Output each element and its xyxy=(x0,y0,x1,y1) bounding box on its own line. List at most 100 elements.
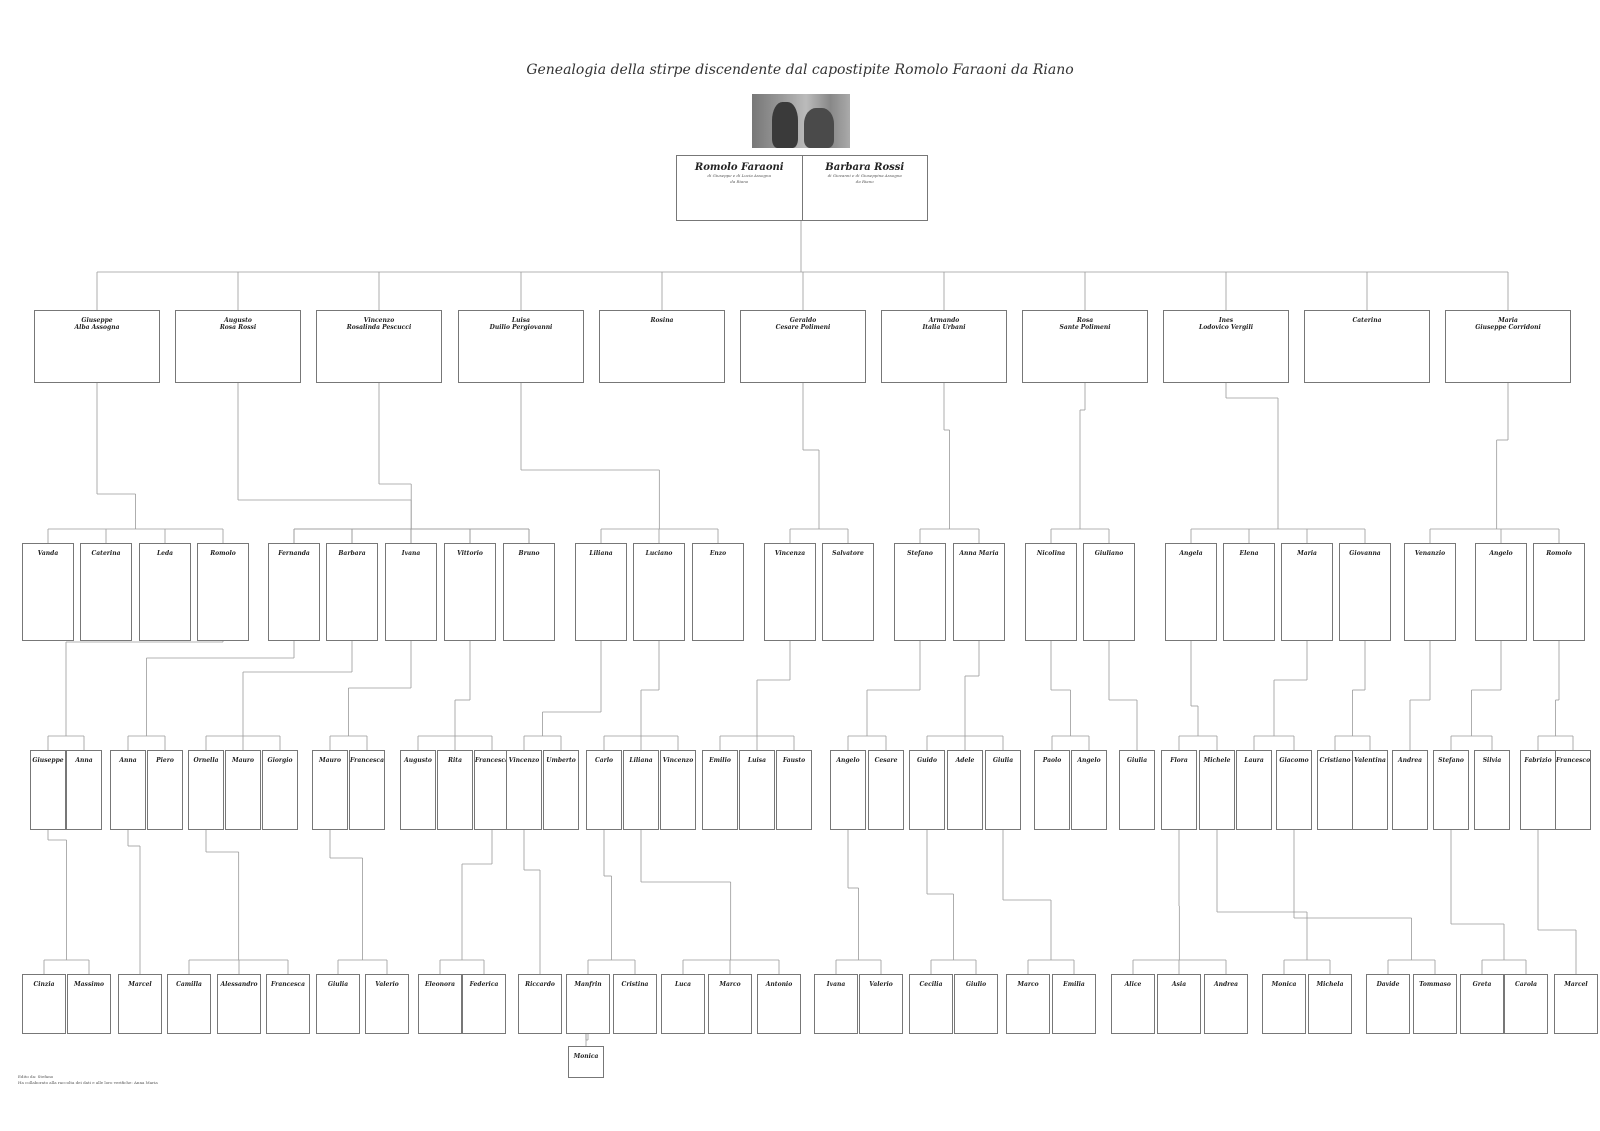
person-box-great_grandchildren[interactable]: Carlo xyxy=(586,750,622,830)
person-box-great_grandchildren[interactable]: Guido xyxy=(909,750,945,830)
person-box-great_great_grandchildren[interactable]: Camilla xyxy=(167,974,211,1034)
person-box-great_grandchildren[interactable]: Luisa xyxy=(739,750,775,830)
person-box-great_great_grandchildren[interactable]: Marco xyxy=(1006,974,1050,1034)
person-box-grandchildren[interactable]: Leda xyxy=(139,543,191,641)
person-box-grandchildren[interactable]: Liliana xyxy=(575,543,627,641)
person-box-great_grandchildren[interactable]: Flora xyxy=(1161,750,1197,830)
person-box-grandchildren[interactable]: Caterina xyxy=(80,543,132,641)
person-box-great_grandchildren[interactable]: Giacomo xyxy=(1276,750,1312,830)
person-box-great_grandchildren[interactable]: Michele xyxy=(1199,750,1235,830)
person-box-great_grandchildren[interactable]: Piero xyxy=(147,750,183,830)
person-box-great_grandchildren[interactable]: Paolo xyxy=(1034,750,1070,830)
person-box-great_great_grandchildren[interactable]: Eleonora xyxy=(418,974,462,1034)
person-box-great_grandchildren[interactable]: Vincenzo xyxy=(506,750,542,830)
person-box-great_great_grandchildren[interactable]: Davide xyxy=(1366,974,1410,1034)
person-box-great_grandchildren[interactable]: Francesco xyxy=(1555,750,1591,830)
person-box-great_grandchildren[interactable]: Andrea xyxy=(1392,750,1428,830)
person-box-great_great_grandchildren[interactable]: Luca xyxy=(661,974,705,1034)
person-box-great_grandchildren[interactable]: Umberto xyxy=(543,750,579,830)
person-box-grandchildren[interactable]: Romolo xyxy=(1533,543,1585,641)
person-box-great_grandchildren[interactable]: Augusto xyxy=(400,750,436,830)
person-box-great_great_grandchildren[interactable]: Marcel xyxy=(118,974,162,1034)
person-box-grandchildren[interactable]: Stefano xyxy=(894,543,946,641)
person-box-great_grandchildren[interactable]: Rita xyxy=(437,750,473,830)
person-box-grandchildren[interactable]: Angelo xyxy=(1475,543,1527,641)
person-box-grandchildren[interactable]: Maria xyxy=(1281,543,1333,641)
person-box-great_grandchildren[interactable]: Giorgio xyxy=(262,750,298,830)
person-box-great_great_grandchildren[interactable]: Cristina xyxy=(613,974,657,1034)
person-box-great_great_grandchildren[interactable]: Andrea xyxy=(1204,974,1248,1034)
person-box-great_great_grandchildren[interactable]: Giulio xyxy=(954,974,998,1034)
person-box-grandchildren[interactable]: Luciano xyxy=(633,543,685,641)
person-box-grandchildren[interactable]: Giovanna xyxy=(1339,543,1391,641)
person-box-great_great_grandchildren[interactable]: Greta xyxy=(1460,974,1504,1034)
person-box-great_grandchildren[interactable]: Francesca xyxy=(349,750,385,830)
person-box-grandchildren[interactable]: Fernanda xyxy=(268,543,320,641)
person-box-grandchildren[interactable]: Vanda xyxy=(22,543,74,641)
person-box-great_grandchildren[interactable]: Angelo xyxy=(1071,750,1107,830)
person-box-great_great_grandchildren[interactable]: Carola xyxy=(1504,974,1548,1034)
person-box-grandchildren[interactable]: Anna Maria xyxy=(953,543,1005,641)
person-box-grandchildren[interactable]: Elena xyxy=(1223,543,1275,641)
person-box-grandchildren[interactable]: Romolo xyxy=(197,543,249,641)
person-box-great_great_grandchildren[interactable]: Marcel xyxy=(1554,974,1598,1034)
person-box-generation6[interactable]: Monica xyxy=(568,1046,604,1078)
person-box-grandchildren[interactable]: Nicolina xyxy=(1025,543,1077,641)
person-box-great_great_grandchildren[interactable]: Michela xyxy=(1308,974,1352,1034)
person-box-great_great_grandchildren[interactable]: Valerio xyxy=(859,974,903,1034)
person-box-great_great_grandchildren[interactable]: Cinzia xyxy=(22,974,66,1034)
person-box-great_great_grandchildren[interactable]: Massimo xyxy=(67,974,111,1034)
person-box-great_great_grandchildren[interactable]: Marco xyxy=(708,974,752,1034)
person-box-great_great_grandchildren[interactable]: Antonio xyxy=(757,974,801,1034)
person-box-great_great_grandchildren[interactable]: Riccardo xyxy=(518,974,562,1034)
person-box-great_great_grandchildren[interactable]: Cecilia xyxy=(909,974,953,1034)
person-box-children[interactable]: Caterina xyxy=(1304,310,1430,383)
person-box-great_grandchildren[interactable]: Mauro xyxy=(312,750,348,830)
person-box-great_grandchildren[interactable]: Fabrizio xyxy=(1520,750,1556,830)
person-box-great_great_grandchildren[interactable]: Francesca xyxy=(266,974,310,1034)
person-box-grandchildren[interactable]: Vittorio xyxy=(444,543,496,641)
person-box-great_great_grandchildren[interactable]: Emilia xyxy=(1052,974,1096,1034)
person-box-great_grandchildren[interactable]: Mauro xyxy=(225,750,261,830)
person-box-grandchildren[interactable]: Salvatore xyxy=(822,543,874,641)
person-box-great_grandchildren[interactable]: Liliana xyxy=(623,750,659,830)
person-box-great_great_grandchildren[interactable]: Asia xyxy=(1157,974,1201,1034)
person-box-great_grandchildren[interactable]: Giuseppe xyxy=(30,750,66,830)
person-box-great_grandchildren[interactable]: Valentina xyxy=(1352,750,1388,830)
person-box-great_grandchildren[interactable]: Fausto xyxy=(776,750,812,830)
person-box-great_great_grandchildren[interactable]: Manfrin xyxy=(566,974,610,1034)
person-box-grandchildren[interactable]: Giuliano xyxy=(1083,543,1135,641)
person-box-grandchildren[interactable]: Angela xyxy=(1165,543,1217,641)
person-box-grandchildren[interactable]: Barbara xyxy=(326,543,378,641)
founders-box[interactable]: Romolo Faraoni di Giuseppe e di Lucia As… xyxy=(676,155,928,221)
person-box-great_grandchildren[interactable]: Emilio xyxy=(702,750,738,830)
person-box-great_great_grandchildren[interactable]: Alice xyxy=(1111,974,1155,1034)
person-box-great_great_grandchildren[interactable]: Ivana xyxy=(814,974,858,1034)
person-box-grandchildren[interactable]: Vincenza xyxy=(764,543,816,641)
person-box-great_grandchildren[interactable]: Angelo xyxy=(830,750,866,830)
person-box-great_grandchildren[interactable]: Vincenzo xyxy=(660,750,696,830)
person-box-great_grandchildren[interactable]: Cesare xyxy=(868,750,904,830)
person-box-great_grandchildren[interactable]: Giulia xyxy=(1119,750,1155,830)
person-box-grandchildren[interactable]: Venanzio xyxy=(1404,543,1456,641)
person-box-great_grandchildren[interactable]: Anna xyxy=(110,750,146,830)
person-box-great_great_grandchildren[interactable]: Valerio xyxy=(365,974,409,1034)
person-box-great_great_grandchildren[interactable]: Monica xyxy=(1262,974,1306,1034)
person-box-great_great_grandchildren[interactable]: Alessandro xyxy=(217,974,261,1034)
person-box-grandchildren[interactable]: Enzo xyxy=(692,543,744,641)
person-box-great_great_grandchildren[interactable]: Tommaso xyxy=(1413,974,1457,1034)
person-box-grandchildren[interactable]: Ivana xyxy=(385,543,437,641)
person-box-great_great_grandchildren[interactable]: Giulia xyxy=(316,974,360,1034)
person-box-great_grandchildren[interactable]: Laura xyxy=(1236,750,1272,830)
person-box-great_grandchildren[interactable]: Francesca xyxy=(474,750,510,830)
person-box-great_great_grandchildren[interactable]: Federica xyxy=(462,974,506,1034)
